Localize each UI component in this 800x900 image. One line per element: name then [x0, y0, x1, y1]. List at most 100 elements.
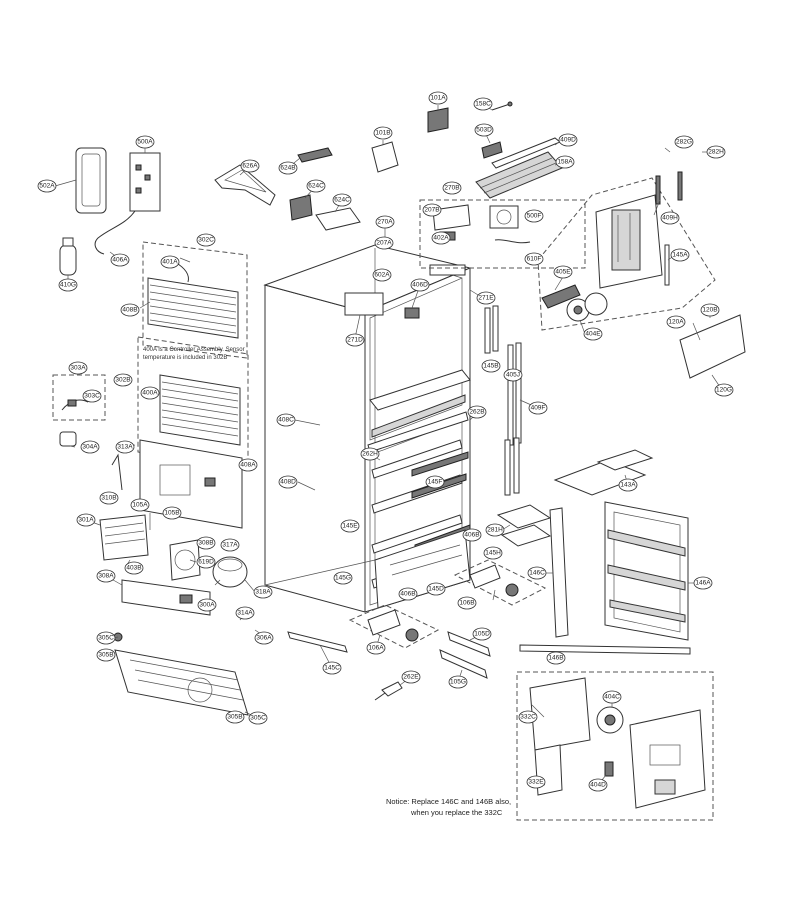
callout-207A: 207A [374, 236, 394, 250]
svg-text:305C: 305C [98, 635, 114, 642]
panel-101A [427, 107, 449, 133]
callout-502A: 502A [37, 179, 57, 193]
wire-610F [494, 239, 531, 244]
callout-146C: 146C [527, 566, 547, 580]
cover-313A [139, 439, 243, 529]
callout-619D: 619D [196, 555, 216, 569]
svg-text:332C: 332C [520, 714, 536, 721]
svg-text:120G: 120G [716, 387, 732, 394]
shelf-502A [75, 147, 107, 214]
svg-text:305B: 305B [98, 652, 113, 659]
svg-text:281H: 281H [487, 527, 503, 534]
callout-408A: 408A [238, 458, 258, 472]
svg-text:262B: 262B [469, 409, 484, 416]
svg-text:262H: 262H [362, 451, 378, 458]
svg-text:406D: 406D [412, 282, 428, 289]
callout-626A: 626A [240, 159, 260, 173]
svg-text:145B: 145B [483, 363, 498, 370]
hinge-624B [297, 147, 333, 163]
module-500F [489, 205, 519, 229]
svg-text:308A: 308A [98, 573, 114, 580]
svg-text:101A: 101A [430, 95, 446, 102]
bar-146C [549, 507, 569, 638]
callout-317A: 317A [220, 538, 240, 552]
svg-text:105G: 105G [450, 679, 466, 686]
fan-404C [596, 706, 624, 734]
callout-281H: 281H [485, 523, 505, 537]
callout-400A: 400A [140, 386, 160, 400]
callout-262E: 262E [401, 670, 421, 684]
svg-text:403B: 403B [126, 565, 141, 572]
callout-610F: 610F [524, 252, 544, 266]
callout-207B: 207B [422, 203, 442, 217]
compressor-300A [212, 556, 248, 588]
callout-404E: 404E [583, 327, 603, 341]
panel-ice-maker [595, 194, 663, 289]
callout-602A: 602A [372, 268, 392, 282]
svg-text:405E: 405E [555, 269, 571, 276]
bracket-503D [481, 141, 503, 159]
svg-text:306A: 306A [256, 635, 272, 642]
svg-text:145E: 145E [342, 523, 358, 530]
duct-120B [679, 314, 746, 379]
svg-text:271E: 271E [478, 295, 494, 302]
callout-302C: 302C [196, 233, 216, 247]
callout-314A: 314A [235, 606, 255, 620]
tool-262E [374, 681, 403, 701]
svg-text:207B: 207B [424, 207, 439, 214]
svg-text:406B: 406B [400, 591, 415, 598]
callout-271D: 271D [345, 333, 365, 347]
svg-text:404D: 404D [590, 782, 606, 789]
svg-text:271D: 271D [347, 337, 363, 344]
callout-105G: 105G [448, 675, 468, 689]
callout-271E: 271E [476, 291, 496, 305]
callout-409H: 409H [660, 211, 680, 225]
svg-text:282H: 282H [708, 149, 724, 156]
svg-text:318A: 318A [255, 589, 271, 596]
svg-text:143A: 143A [620, 482, 636, 489]
compressor-301A [99, 514, 149, 561]
svg-text:624B: 624B [280, 165, 295, 172]
callout-305B-1: 305B [96, 648, 116, 662]
callout-145A: 145A [670, 248, 690, 262]
callout-624C-1: 624C [306, 179, 326, 193]
svg-text:145A: 145A [672, 252, 688, 259]
callout-408C: 408C [276, 413, 296, 427]
callout-305C-2: 305C [248, 711, 268, 725]
callout-405E: 405E [553, 265, 573, 279]
base-plate-305B [114, 649, 249, 716]
svg-text:410G: 410G [60, 282, 76, 289]
callout-270A: 270A [375, 215, 395, 229]
rail-146B [519, 644, 691, 655]
callout-406D: 406D [410, 278, 430, 292]
callout-301A: 301A [76, 513, 96, 527]
callout-105A: 105A [130, 498, 150, 512]
wire-158C [491, 101, 513, 111]
callout-145H: 145H [483, 546, 503, 560]
callout-303C: 303C [82, 389, 102, 403]
svg-text:624C: 624C [308, 183, 324, 190]
callout-302B: 302B [113, 373, 133, 387]
svg-text:408A: 408A [240, 462, 256, 469]
svg-text:270A: 270A [377, 219, 393, 226]
svg-text:408C: 408C [278, 417, 294, 424]
callout-624C-2: 624C [332, 193, 352, 207]
hinge-624C [289, 194, 361, 231]
fan-619D [169, 539, 201, 581]
callout-308B: 308B [196, 536, 216, 550]
callout-409D: 409D [558, 133, 578, 147]
callout-145D: 145D [426, 582, 446, 596]
callout-305B-2: 305B [225, 710, 245, 724]
cover-332E [629, 709, 706, 809]
callout-120B: 120B [700, 303, 720, 317]
svg-text:402A: 402A [433, 235, 449, 242]
rail-105G [439, 649, 488, 679]
sensor-304A [59, 431, 77, 447]
svg-text:158A: 158A [557, 159, 573, 166]
callout-408B: 408B [120, 303, 140, 317]
callout-145G: 145G [333, 571, 353, 585]
svg-text:105A: 105A [132, 502, 148, 509]
callout-313A: 313A [115, 440, 135, 454]
svg-text:270B: 270B [444, 185, 459, 192]
callout-500A: 500A [135, 135, 155, 149]
